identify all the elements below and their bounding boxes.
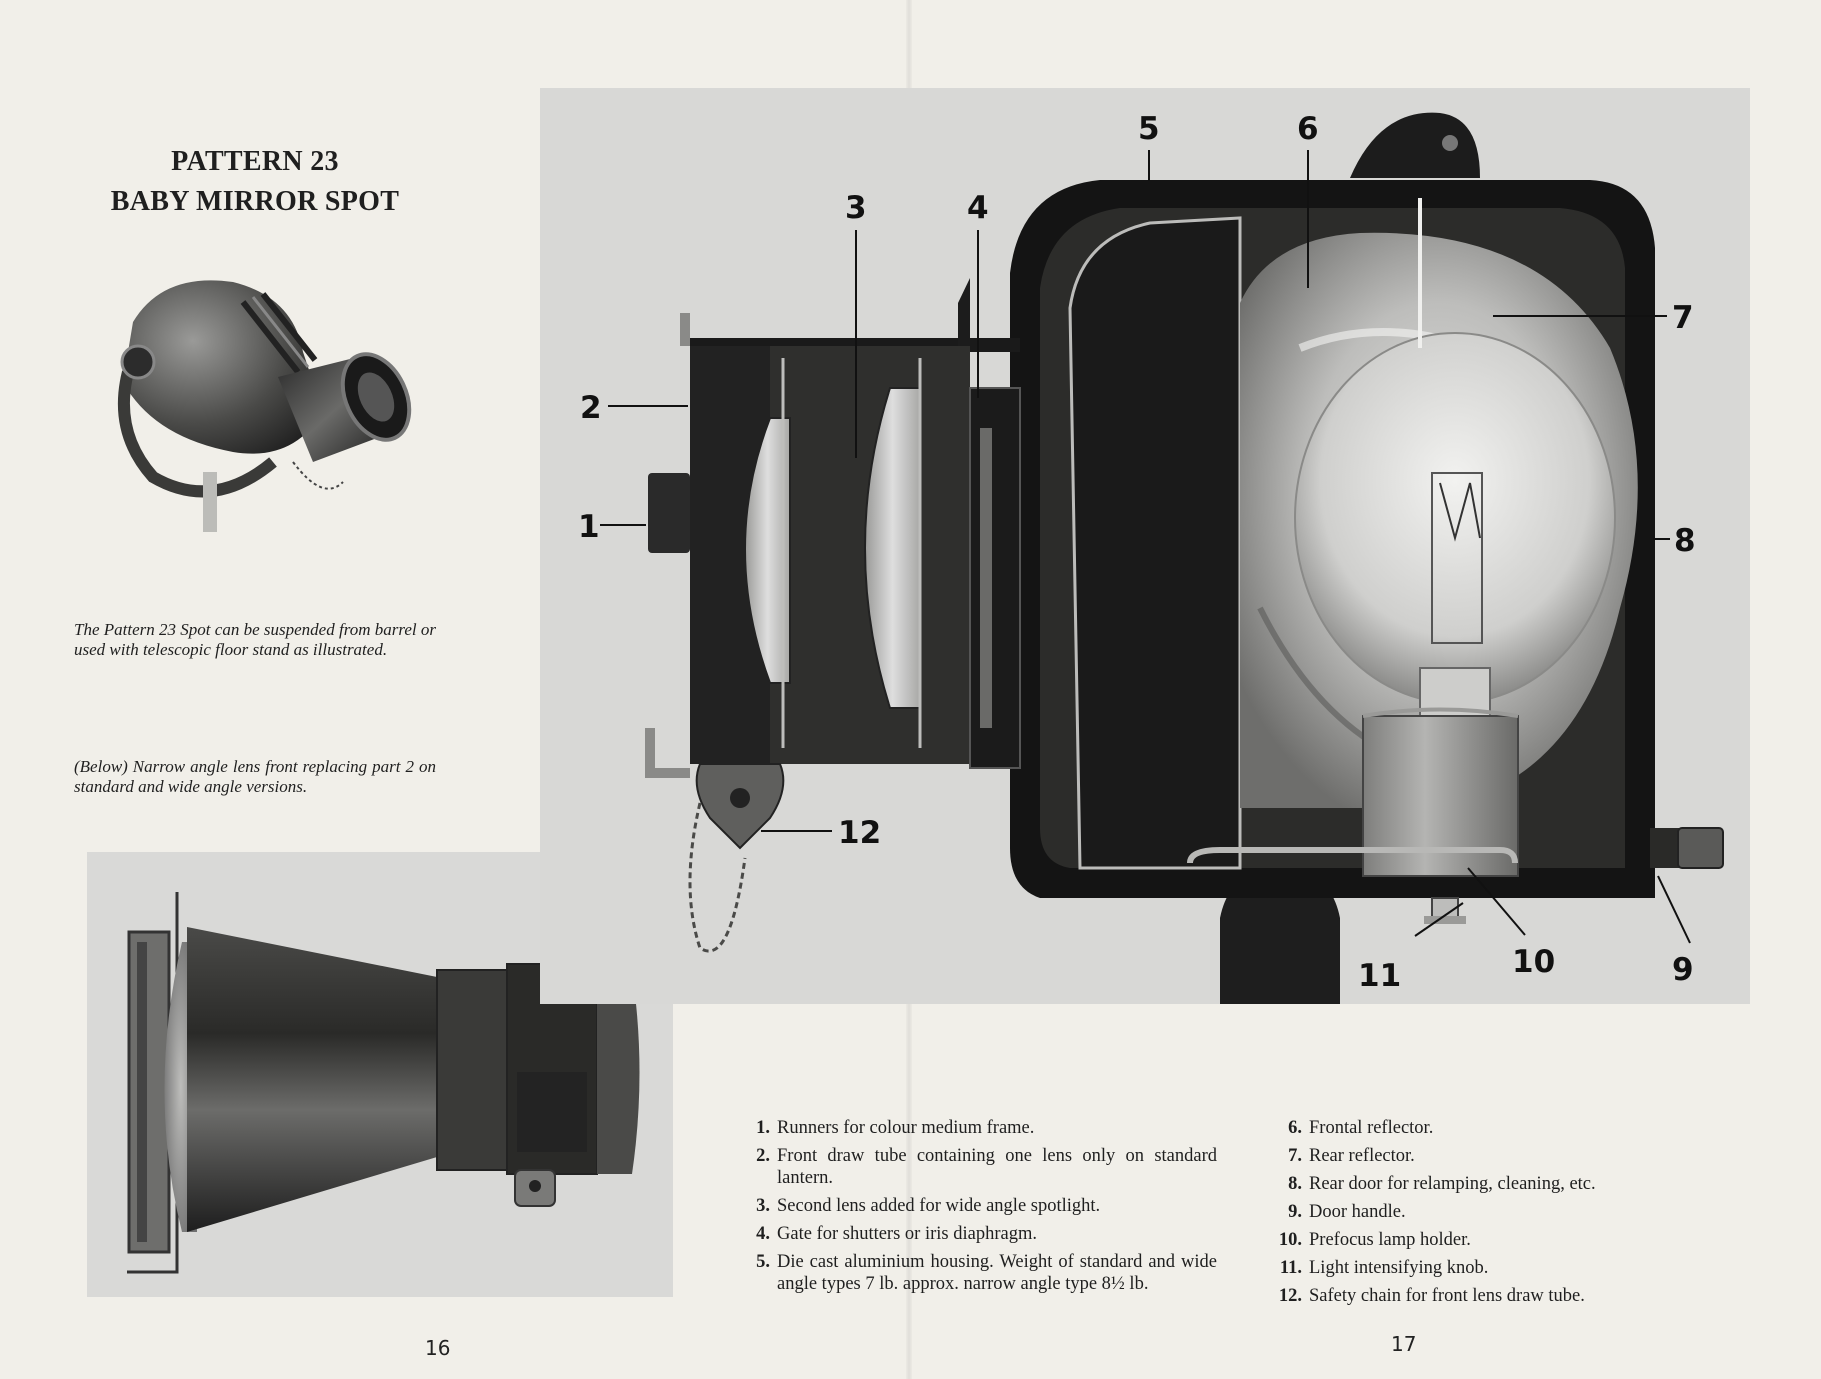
legend-item: 10. Prefocus lamp holder. — [1274, 1229, 1694, 1251]
title-line-1: PATTERN 23 — [171, 146, 339, 177]
legend-text: Second lens added for wide angle spotlig… — [777, 1196, 1101, 1216]
callout-10: 10 — [1512, 944, 1555, 980]
caption-bottom: (Below) Narrow angle lens front replacin… — [74, 757, 436, 796]
spotlight-photo — [93, 262, 433, 582]
legend-item: 1. Runners for colour medium frame. — [742, 1117, 1217, 1139]
legend-number: 6. — [1288, 1118, 1302, 1138]
legend-text: Rear door for relamping, cleaning, etc. — [1309, 1174, 1596, 1194]
legend-text: Frontal reflector. — [1309, 1118, 1434, 1138]
legend-text: Gate for shutters or iris diaphragm. — [777, 1224, 1037, 1244]
legend-number: 9. — [1288, 1202, 1302, 1222]
legend-number: 11. — [1279, 1258, 1302, 1278]
legend-number: 1. — [756, 1118, 770, 1138]
legend-text: Rear reflector. — [1309, 1146, 1415, 1166]
legend-number: 8. — [1288, 1174, 1302, 1194]
parts-legend-right: 6. Frontal reflector. 7. Rear reflector.… — [1274, 1117, 1694, 1313]
legend-number: 2. — [756, 1146, 770, 1166]
legend-text: Prefocus lamp holder. — [1309, 1230, 1471, 1250]
callout-4: 4 — [967, 190, 989, 226]
callout-8: 8 — [1674, 523, 1696, 559]
callout-2: 2 — [580, 390, 602, 426]
callout-9: 9 — [1672, 952, 1694, 988]
legend-text: Safety chain for front lens draw tube. — [1309, 1286, 1585, 1306]
page-number-left: 16 — [425, 1336, 451, 1360]
legend-item: 12. Safety chain for front lens draw tub… — [1274, 1285, 1694, 1307]
callout-12: 12 — [838, 815, 881, 851]
page-title: PATTERN 23 BABY MIRROR SPOT — [70, 142, 440, 222]
legend-item: 11. Light intensifying knob. — [1274, 1257, 1694, 1279]
legend-number: 12. — [1278, 1286, 1302, 1306]
legend-text: Light intensifying knob. — [1309, 1258, 1489, 1278]
legend-item: 5. Die cast aluminium housing. Weight of… — [742, 1251, 1217, 1295]
legend-item: 7. Rear reflector. — [1274, 1145, 1694, 1167]
cutaway-diagram: 1 2 3 4 5 6 7 8 9 10 11 12 — [540, 88, 1750, 1004]
legend-text: Door handle. — [1309, 1202, 1406, 1222]
legend-number: 7. — [1288, 1146, 1302, 1166]
legend-number: 3. — [756, 1196, 770, 1216]
legend-text: Die cast aluminium housing. Weight of st… — [777, 1252, 1217, 1294]
callout-3: 3 — [845, 190, 867, 226]
legend-number: 10. — [1278, 1230, 1302, 1250]
legend-number: 5. — [756, 1252, 770, 1272]
callout-7: 7 — [1672, 300, 1694, 336]
legend-item: 4. Gate for shutters or iris diaphragm. — [742, 1223, 1217, 1245]
callout-1: 1 — [578, 509, 600, 545]
legend-item: 9. Door handle. — [1274, 1201, 1694, 1223]
callout-5: 5 — [1138, 111, 1160, 147]
legend-text: Runners for colour medium frame. — [777, 1118, 1035, 1138]
legend-item: 2. Front draw tube containing one lens o… — [742, 1145, 1217, 1189]
parts-legend-left: 1. Runners for colour medium frame. 2. F… — [742, 1117, 1217, 1301]
caption-top: The Pattern 23 Spot can be suspended fro… — [74, 620, 436, 659]
legend-item: 8. Rear door for relamping, cleaning, et… — [1274, 1173, 1694, 1195]
legend-number: 4. — [756, 1224, 770, 1244]
callout-6: 6 — [1297, 111, 1319, 147]
page-number-right: 17 — [1391, 1332, 1417, 1356]
legend-item: 6. Frontal reflector. — [1274, 1117, 1694, 1139]
callout-11: 11 — [1358, 958, 1401, 994]
legend-text: Front draw tube containing one lens only… — [777, 1146, 1217, 1188]
title-line-2: BABY MIRROR SPOT — [110, 186, 400, 217]
legend-item: 3. Second lens added for wide angle spot… — [742, 1195, 1217, 1217]
